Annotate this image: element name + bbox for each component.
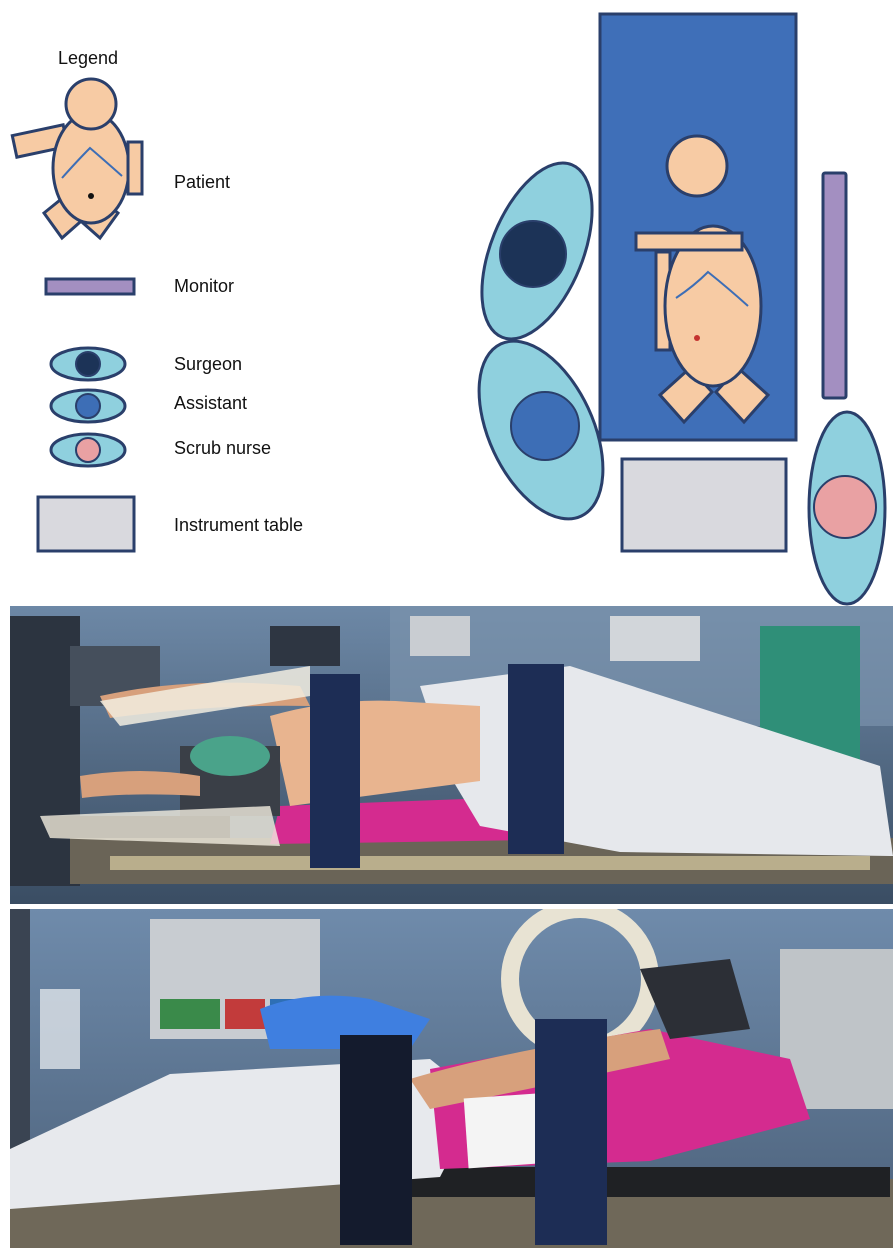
legend-monitor-icon [46,279,134,294]
legend-assistant-label: Assistant [174,393,247,413]
scrub-nurse-position [809,412,885,604]
or-setup-diagram: Legend Patient Monitor Surgeon Assistant… [0,0,893,606]
surgeon-position [460,148,615,355]
legend-scrub-nurse-icon [51,434,125,466]
legend-monitor-label: Monitor [174,276,234,296]
monitor [823,173,846,398]
legend-instrument-table-icon [38,497,134,551]
legend-title: Legend [58,48,118,68]
legend-patient-icon [12,79,142,238]
legend-scrub-nurse-label: Scrub nurse [174,438,271,458]
legend-instrument-table-label: Instrument table [174,515,303,535]
patient-positioning-photo-top [10,606,893,904]
patient-positioning-photo-bottom [10,909,893,1248]
legend-surgeon-label: Surgeon [174,354,242,374]
legend-surgeon-icon [51,348,125,380]
legend-assistant-icon [51,390,125,422]
legend-patient-label: Patient [174,172,230,192]
instrument-table [622,459,786,551]
